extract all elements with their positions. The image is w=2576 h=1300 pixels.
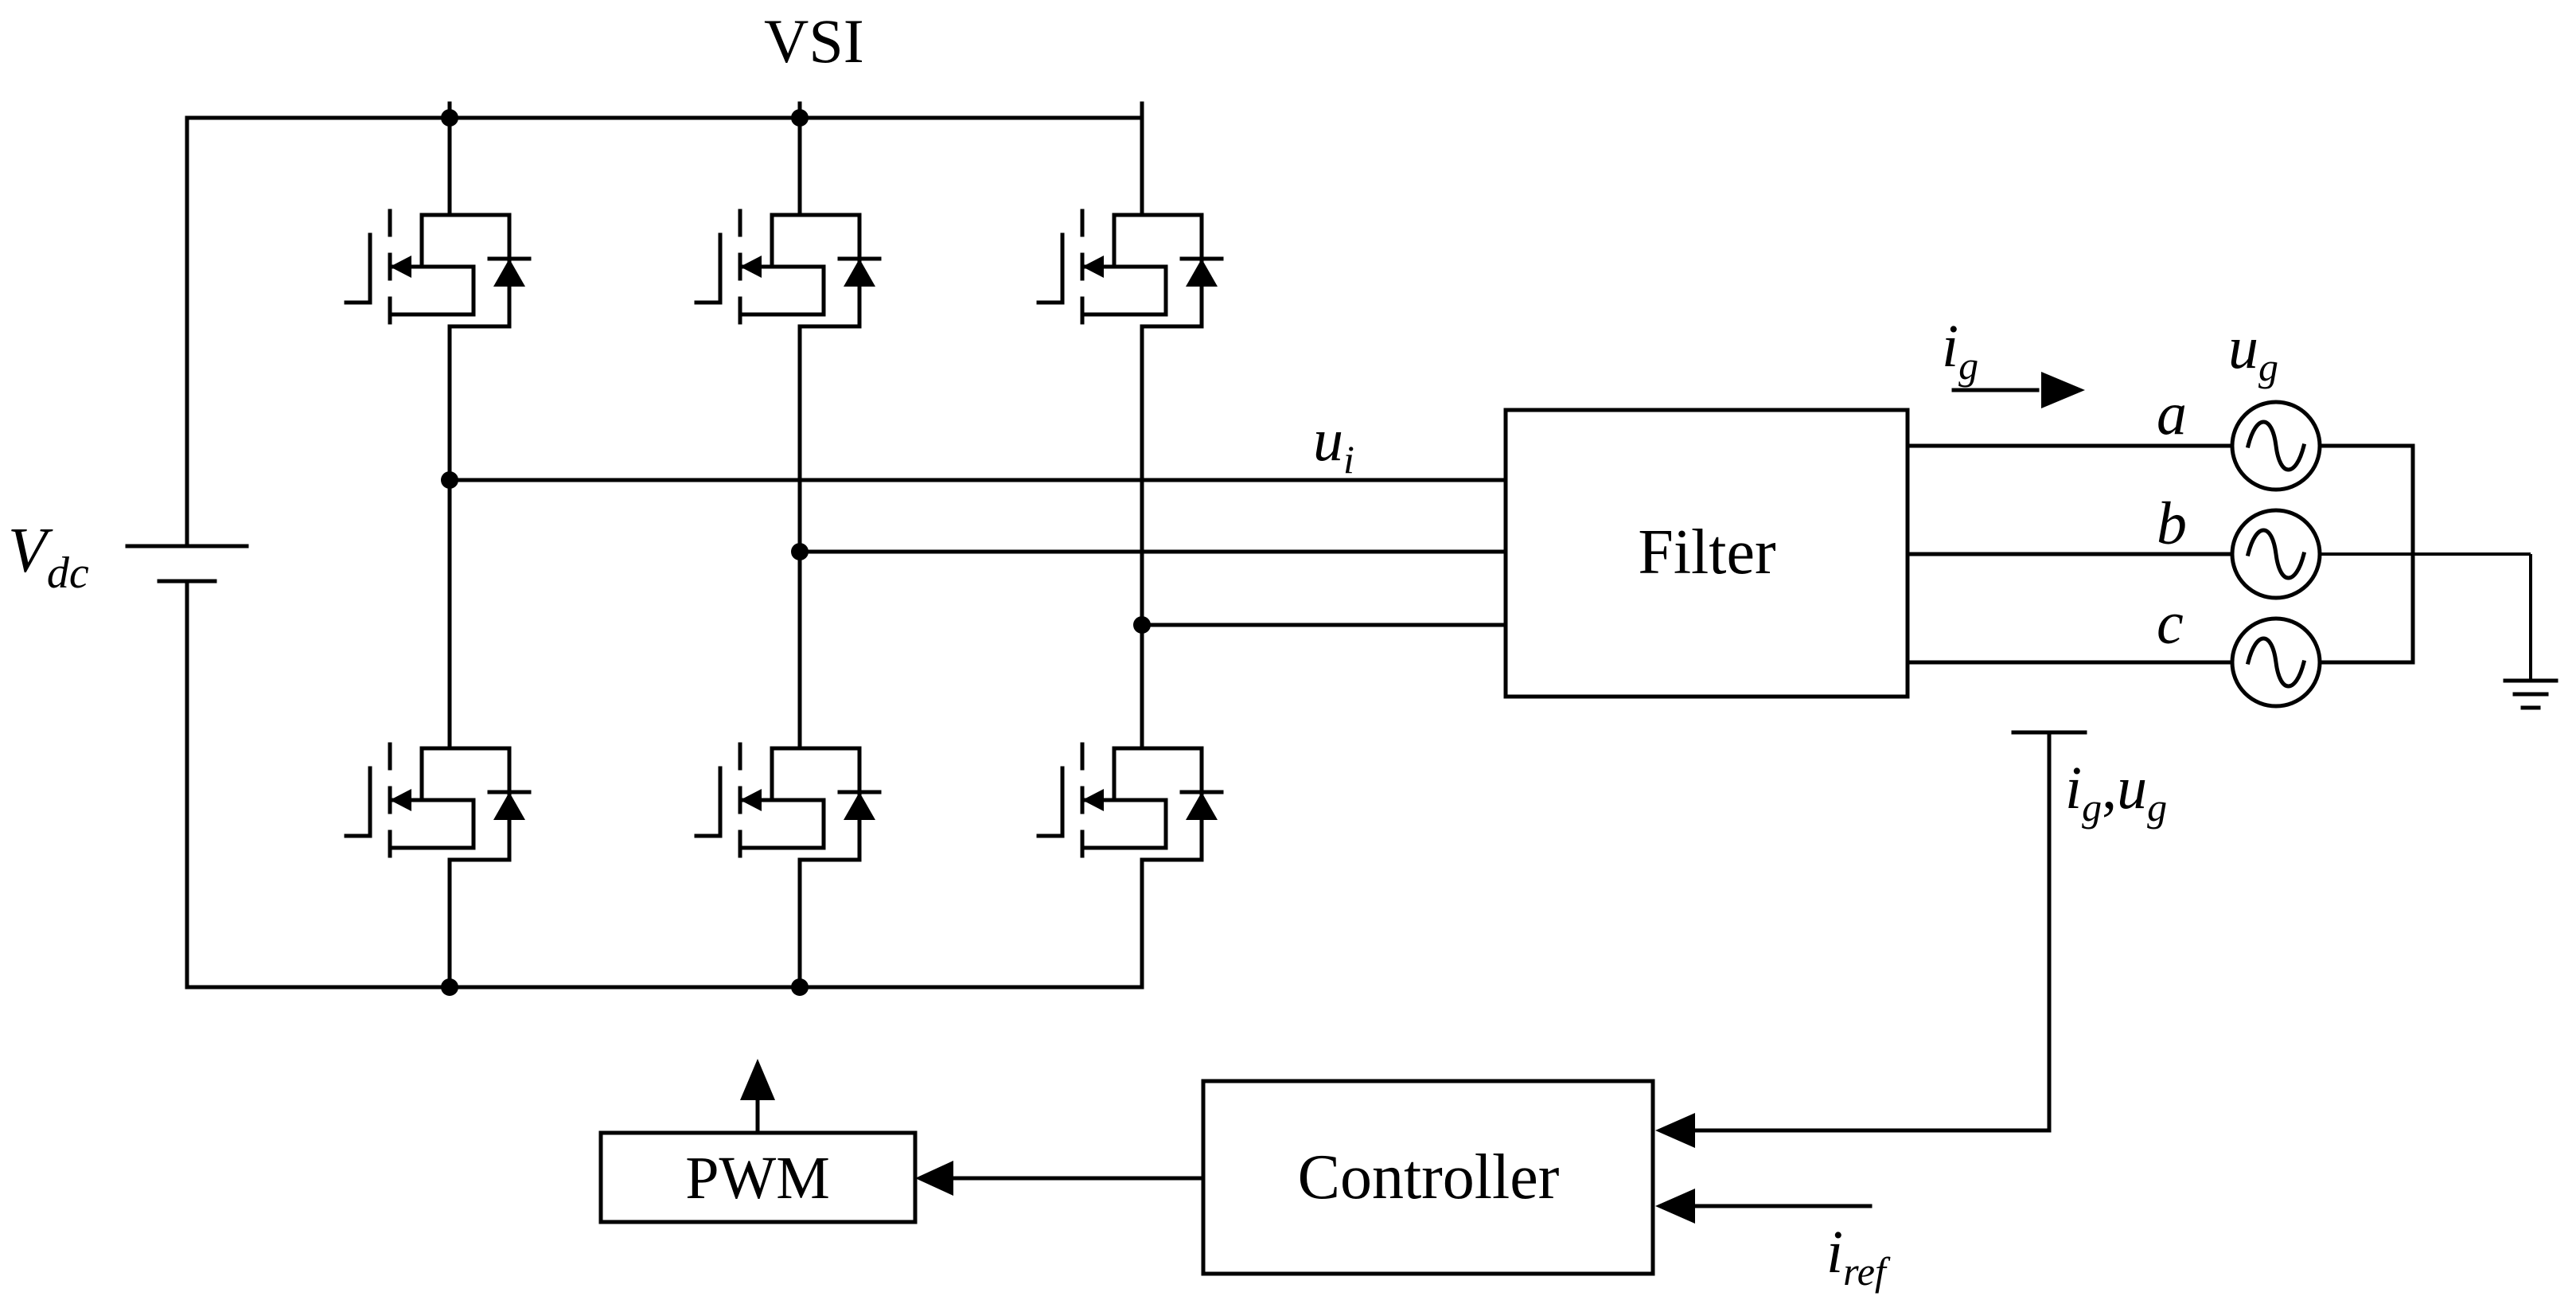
vsi-label: VSI [764,6,864,76]
mosfet-icon [696,103,879,446]
current-arrow-icon [2041,372,2085,408]
control-arrow-icon [915,1161,953,1196]
filter-label: Filter [1638,517,1775,588]
battery-icon [125,544,249,584]
phase-c-label: c [2157,590,2184,657]
phase-b-label: b [2157,490,2187,557]
filter-block [1503,408,1910,699]
gating-arrow-icon [740,1059,775,1100]
ac-source-icon [2232,510,2320,598]
pwm-block [598,1130,918,1224]
vdc-label: Vdc [8,516,89,598]
controller-block [1201,1079,1655,1276]
ac-source-icon [2232,619,2320,706]
mosfet-icon [346,637,529,979]
mosfet-icon [1039,103,1222,446]
phase-a-label: a [2157,381,2187,447]
feedback-arrow-icon [1655,1113,1695,1148]
feedback-label: ig,ug [2065,755,2167,830]
ug-label: ug [2228,314,2278,389]
ac-source-icon [2232,402,2320,490]
ground-icon [2503,678,2558,710]
mosfet-icon [346,103,529,446]
iref-label: iref [1826,1219,1891,1294]
pwm-label: PWM [685,1145,830,1212]
ig-label: ig [1942,313,1978,388]
reference-arrow-icon [1655,1189,1695,1224]
ui-label: ui [1313,407,1354,482]
controller-label: Controller [1298,1142,1560,1212]
mosfet-icon [1039,637,1222,979]
mosfet-icon [696,637,879,979]
